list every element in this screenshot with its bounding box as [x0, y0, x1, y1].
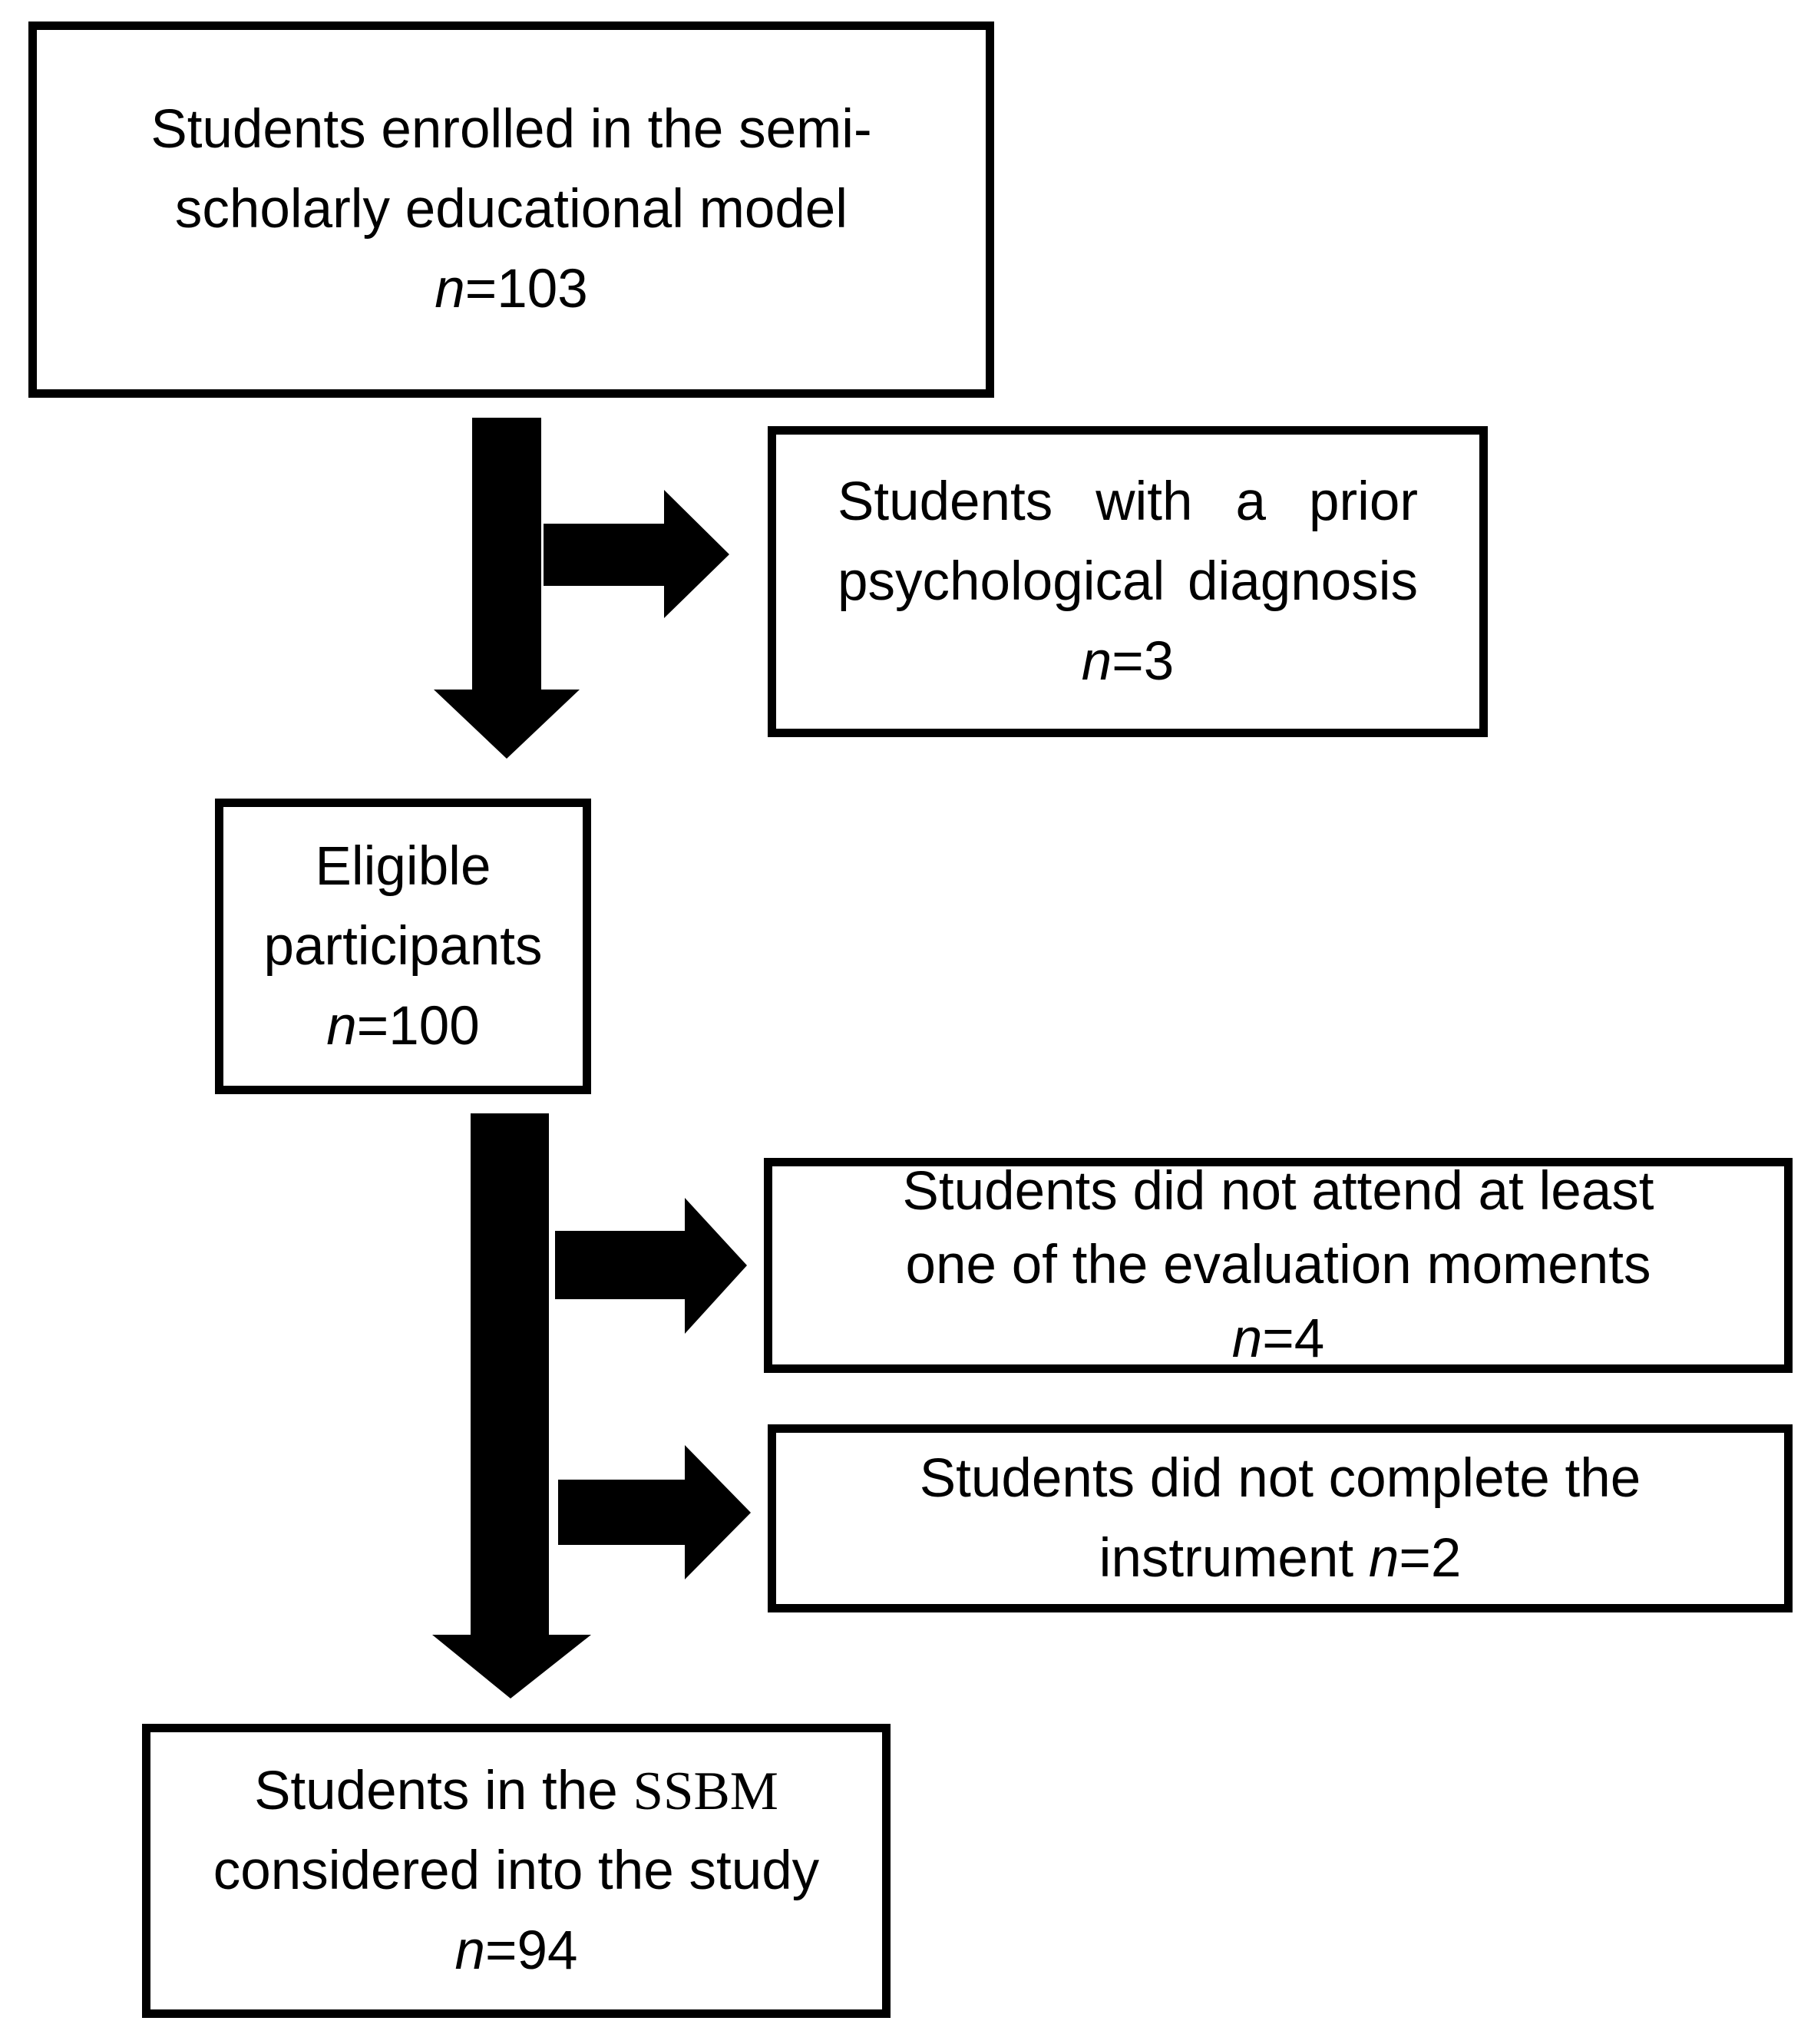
n-symbol: n: [454, 1920, 486, 1981]
box-enrolled-line-1: Students enrolled in the semi-: [150, 99, 872, 160]
n-value: =4: [1262, 1308, 1325, 1369]
arrow-right-to-incomplete-instrument: [558, 1445, 751, 1579]
n-value: =94: [485, 1920, 578, 1981]
arrow-down-to-included: [432, 1113, 591, 1698]
box-included-count: n=94: [166, 1911, 867, 1991]
box-included-line-1: Students in the SSBM: [166, 1751, 867, 1831]
box-missed-evaluation-line-1: Students did not attend at least: [902, 1161, 1654, 1222]
box-prior-diagnosis-line-1: Students with a prior: [838, 471, 1418, 532]
n-symbol: n: [1231, 1308, 1263, 1369]
n-value: =3: [1112, 630, 1175, 692]
box-eligible-count: n=100: [231, 987, 575, 1067]
box-eligible-line-1: Eligible: [315, 835, 491, 897]
arrow-right-to-no-attendance: [555, 1198, 747, 1334]
box-eligible-participants: Eligible participants n=100: [215, 799, 591, 1094]
n-value: =2: [1399, 1527, 1462, 1589]
box-missed-evaluation-count: n=4: [780, 1302, 1776, 1376]
box-included-students: Students in the SSBM considered into the…: [142, 1724, 891, 2018]
box-eligible-line-2: participants: [263, 915, 543, 977]
n-symbol: n: [1368, 1527, 1399, 1589]
box-prior-diagnosis-count: n=3: [838, 622, 1418, 702]
n-symbol: n: [435, 259, 465, 319]
box-incomplete-instrument: Students did not complete the instrument…: [768, 1424, 1793, 1612]
line-text: instrument: [1099, 1527, 1369, 1589]
box-enrolled-line-2: scholarly educational model: [174, 179, 848, 240]
box-missed-evaluation: Students did not attend at least one of …: [764, 1158, 1793, 1373]
arrow-down-to-eligible: [434, 418, 580, 759]
ssbm-acronym: SSBM: [633, 1761, 778, 1821]
box-included-line-2: considered into the study: [213, 1840, 820, 1901]
box-prior-diagnosis: Students with a prior psychological diag…: [768, 426, 1488, 737]
box-incomplete-instrument-line-1: Students did not complete the: [919, 1447, 1641, 1509]
arrow-right-to-prior-diagnosis: [544, 490, 729, 618]
box-enrolled-count: n=103: [60, 250, 963, 329]
n-value: =100: [356, 995, 480, 1057]
line-text: Students in the: [254, 1760, 633, 1821]
box-missed-evaluation-line-2: one of the evaluation moments: [905, 1235, 1651, 1295]
box-prior-diagnosis-line-2: psychological diagnosis: [838, 551, 1418, 612]
box-incomplete-instrument-line-2: instrument n=2: [791, 1519, 1769, 1599]
n-value: =103: [464, 259, 588, 319]
n-symbol: n: [326, 995, 357, 1057]
n-symbol: n: [1081, 630, 1112, 692]
box-enrolled-students: Students enrolled in the semi- scholarly…: [28, 21, 994, 398]
